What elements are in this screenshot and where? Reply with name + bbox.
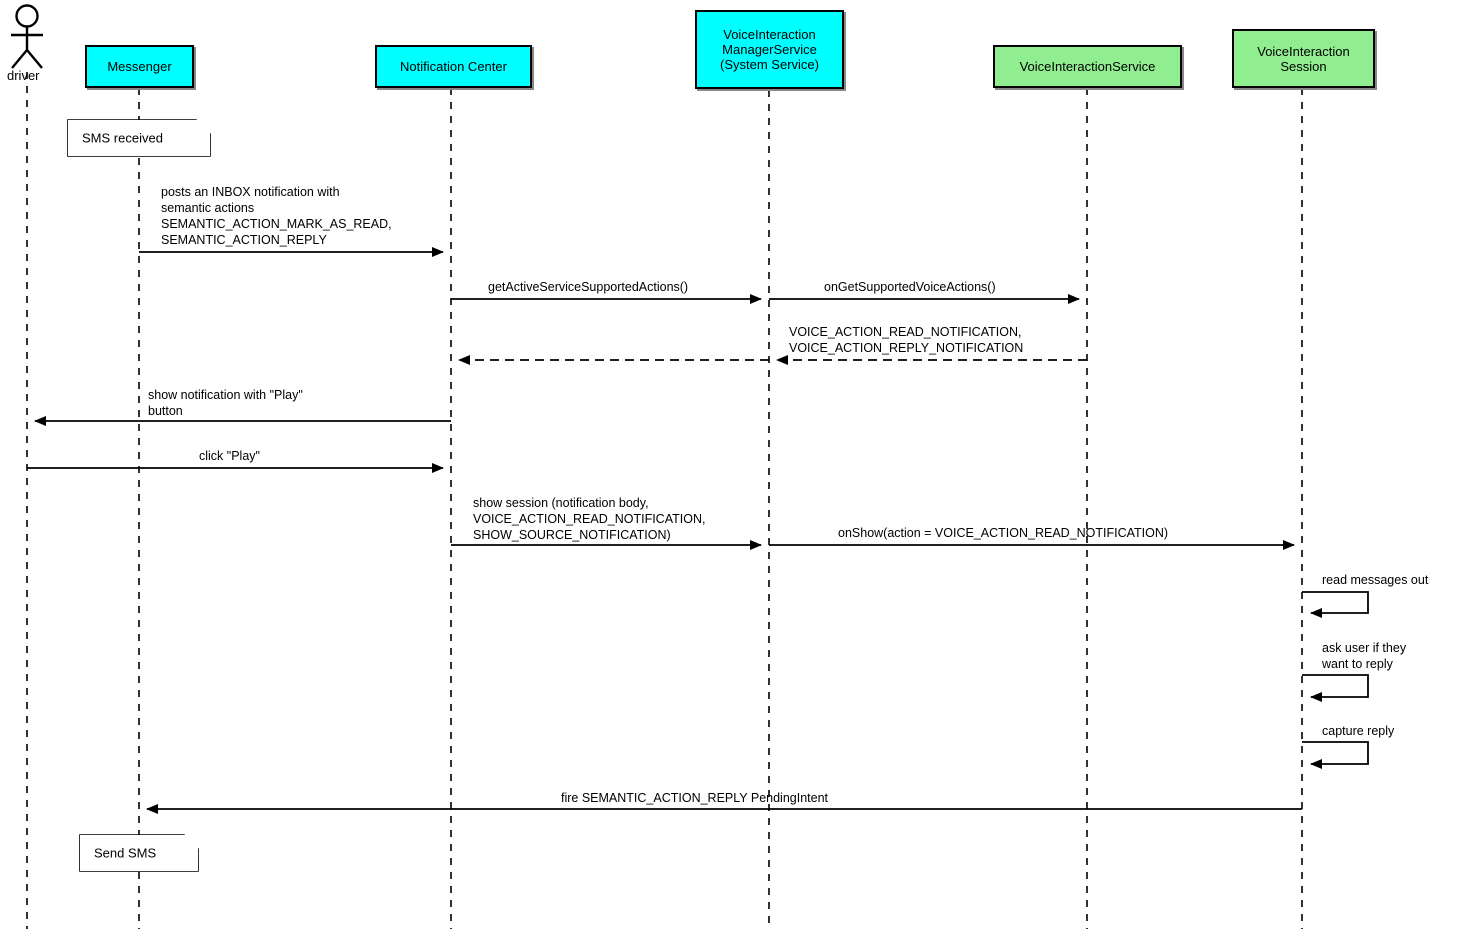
actor-driver-icon bbox=[11, 4, 43, 69]
message-label-get-active-service-supported-actions: getActiveServiceSupportedActions() bbox=[488, 280, 689, 294]
self-message-label-capture-reply: capture reply bbox=[1322, 724, 1395, 738]
note-sms-received-text: SMS received bbox=[82, 130, 163, 146]
message-arrows bbox=[27, 247, 1302, 814]
participant-box-notification-center[interactable]: Notification Center bbox=[375, 45, 532, 88]
message-label-show-session: show session (notification body, VOICE_A… bbox=[473, 496, 706, 542]
self-message-label-ask-user-if-they-want-to-reply: ask user if they want to reply bbox=[1322, 641, 1407, 671]
note-sms-received: SMS received bbox=[68, 120, 210, 156]
participant-box-voiceinteraction-manager-service[interactable]: VoiceInteraction ManagerService (System … bbox=[695, 10, 844, 89]
message-label-post-inbox-notification: posts an INBOX notification with semanti… bbox=[161, 185, 392, 247]
participant-box-voiceinteraction-session[interactable]: VoiceInteraction Session bbox=[1232, 29, 1375, 88]
message-label-fire-semantic-action-reply-pendingintent: fire SEMANTIC_ACTION_REPLY PendingIntent bbox=[561, 791, 829, 805]
note-send-sms-text: Send SMS bbox=[94, 845, 157, 861]
self-message-label-read-messages-out: read messages out bbox=[1322, 573, 1429, 587]
message-label-show-notification-with-play-button: show notification with "Play" button bbox=[148, 388, 303, 418]
participant-box-messenger[interactable]: Messenger bbox=[85, 45, 194, 88]
actor-driver-label: driver bbox=[7, 68, 40, 83]
arrow-self-msg-read-messages-out bbox=[1302, 591, 1369, 618]
lifelines bbox=[26, 72, 1303, 929]
arrow-self-msg-ask-user-if-they-want-to-reply bbox=[1302, 674, 1369, 702]
participant-box-voiceinteraction-service[interactable]: VoiceInteractionService bbox=[993, 45, 1182, 88]
message-label-on-get-supported-voice-actions: onGetSupportedVoiceActions() bbox=[824, 280, 996, 294]
message-label-return-voice-actions: VOICE_ACTION_READ_NOTIFICATION, VOICE_AC… bbox=[789, 325, 1024, 355]
self-message-arrows bbox=[1302, 591, 1369, 769]
arrow-self-msg-capture-reply bbox=[1302, 741, 1369, 769]
note-send-sms: Send SMS bbox=[80, 835, 198, 871]
message-label-click-play: click "Play" bbox=[199, 449, 260, 463]
message-label-on-show-read-notification: onShow(action = VOICE_ACTION_READ_NOTIFI… bbox=[838, 526, 1169, 540]
